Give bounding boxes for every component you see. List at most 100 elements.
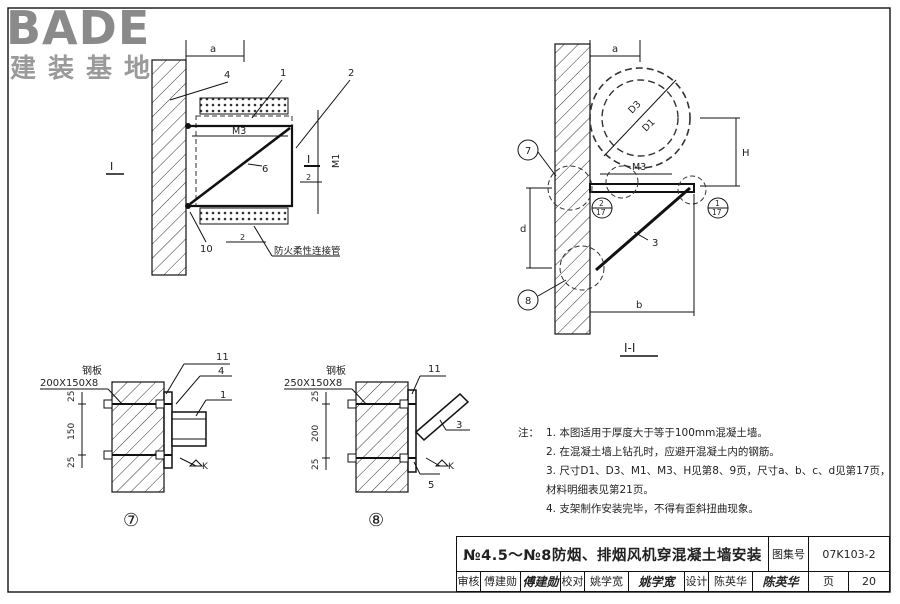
- detail-2-ring: [605, 165, 639, 199]
- callout-1: 1: [280, 68, 286, 79]
- detail-1-ring: [677, 175, 707, 205]
- notes-list: 1. 本图适用于厚度大于等于100mm混凝土墙。 2. 在混凝土墙上钻孔时，应避…: [518, 424, 891, 519]
- watermark-logo: BADE 建装基地: [6, 2, 184, 88]
- dim-7-a: 25: [67, 391, 77, 402]
- ref-2-top: 2: [599, 199, 604, 208]
- dim-7-c: 25: [67, 457, 77, 468]
- ref-2-bottom: 17: [596, 208, 606, 217]
- dim-d-label: d: [520, 224, 526, 235]
- reviewer-name: 傅建勋: [481, 571, 521, 591]
- callout-4-d7: 4: [218, 366, 224, 377]
- dim-8-a: 25: [311, 391, 321, 402]
- weld-k-7: K: [202, 462, 209, 472]
- callout-4: 4: [224, 70, 230, 81]
- callout-11-d8: 11: [428, 364, 441, 375]
- review-label: 审核: [457, 571, 481, 591]
- callout-3-section: 3: [652, 238, 658, 249]
- ref-1-bottom: 17: [712, 208, 722, 217]
- callout-5-d8: 5: [428, 480, 434, 491]
- diagonal-strut: [595, 186, 691, 272]
- inclined-strut-8: [414, 392, 470, 442]
- logo-subtitle: 建装基地: [10, 54, 163, 84]
- dim-a-label: a: [210, 44, 216, 55]
- detail-8-title: ⑧: [368, 510, 384, 531]
- plate-word-8: 钢板: [326, 364, 346, 377]
- bracket-frame: [186, 124, 294, 208]
- dim-m3-label: M3: [232, 126, 246, 137]
- insulation-top: [199, 97, 289, 115]
- ref-circle-7-text: 7: [525, 146, 531, 157]
- section-2-top: 2: [306, 173, 311, 182]
- concrete-wall: [151, 59, 187, 276]
- note-item: 3. 尺寸D1、D3、M1、M3、H见第8、9页，尺寸a、b、c、d见第17页，: [546, 465, 891, 477]
- anchor-bolt-bottom: [185, 203, 191, 209]
- ref-circle-8: [517, 289, 539, 311]
- section-mark-right: I: [307, 153, 310, 166]
- section-2-bottom: 2: [240, 233, 245, 242]
- fire-flexible-connector-label: 防火柔性连接管: [274, 245, 341, 257]
- title-block-row-1: №4.5～№8防烟、排烟风机穿混凝土墙安装 图集号 07K103-2: [457, 537, 889, 572]
- drawing-frame: [7, 7, 891, 593]
- section-view: D3 D1 a H M3 7 8 2 17 1 17 d: [517, 40, 750, 357]
- detail-7-title: ⑦: [123, 510, 139, 531]
- drawing-title: №4.5～№8防烟、排烟风机穿混凝土墙安装: [457, 537, 769, 571]
- dim-m1-label: M1: [331, 154, 342, 168]
- page-number: 20: [862, 574, 876, 588]
- anchor-bolt-top: [185, 123, 191, 129]
- title-block: №4.5～№8防烟、排烟风机穿混凝土墙安装 图集号 07K103-2 审核 傅建…: [456, 536, 890, 592]
- checker-name: 姚学宽: [585, 571, 629, 591]
- front-view: a M3 M1 I I 2 4 1 2 6 10 2 防火柔性连接管: [106, 40, 354, 276]
- callout-6: 6: [262, 164, 268, 175]
- dim-b-label: b: [636, 300, 642, 311]
- dim-8-b: 200: [311, 425, 321, 442]
- fan-outline-d3: [589, 67, 691, 169]
- insulation-bottom: [199, 207, 289, 225]
- wall-detail-8: [355, 381, 409, 493]
- dim-h-label: H: [742, 148, 750, 159]
- design-label: 设计: [685, 571, 709, 591]
- dim-8-c: 25: [311, 459, 321, 470]
- horizontal-support: [589, 183, 695, 193]
- concrete-wall-section: [554, 43, 591, 335]
- wall-detail-7: [111, 381, 165, 493]
- callout-10: 10: [200, 244, 213, 255]
- ref-circle-8-text: 8: [525, 296, 531, 307]
- dim-m3-section-label: M3: [632, 162, 646, 173]
- note-item: 4. 支架制作安装完毕，不得有歪斜扭曲现象。: [546, 503, 759, 515]
- plate-size-8: 250X150X8: [284, 378, 342, 389]
- dim-d3-label: D3: [626, 99, 643, 116]
- callout-2: 2: [348, 68, 354, 79]
- notes-heading: 注：: [518, 427, 539, 439]
- callout-11-d7: 11: [216, 352, 229, 363]
- weld-k-8: K: [448, 462, 455, 472]
- page-label: 页: [809, 571, 849, 591]
- section-title: I-I: [624, 341, 635, 355]
- designer-name: 陈英华: [709, 571, 753, 591]
- steel-plate-8: [407, 389, 417, 473]
- plate-size-7: 200X150X8: [40, 378, 98, 389]
- detail-7: 钢板 200X150X8 25 150 25 11 4 1 K ⑦: [40, 352, 232, 531]
- title-block-row-2: 审核 傅建勋 傅建勋 校对 姚学宽 姚学宽 设计 陈英华 陈英华 页 20: [457, 571, 889, 591]
- ref-circle-7: [517, 139, 539, 161]
- detail-8: 钢板 250X150X8 25 200 25 11 3 5 K ⑧: [284, 364, 470, 531]
- callout-3-d8: 3: [456, 420, 462, 431]
- dim-d1-label: D1: [640, 117, 657, 134]
- note-item: 1. 本图适用于厚度大于等于100mm混凝土墙。: [546, 427, 768, 439]
- dim-7-b: 150: [67, 423, 77, 440]
- checker-signature: 姚学宽: [629, 571, 685, 591]
- detail-8-ring: [559, 245, 605, 291]
- diameter-line: [603, 79, 677, 157]
- reviewer-signature: 傅建勋: [521, 571, 561, 591]
- dim-a-section-label: a: [612, 44, 618, 55]
- diagonal-brace: [189, 126, 291, 206]
- notes-block: 注： 1. 本图适用于厚度大于等于100mm混凝土墙。 2. 在混凝土墙上钻孔时…: [518, 424, 891, 519]
- designer-signature: 陈英华: [753, 571, 809, 591]
- channel-section-7: [171, 411, 207, 447]
- note-item: 2. 在混凝土墙上钻孔时，应避开混凝土内的钢筋。: [546, 446, 780, 458]
- plate-word-7: 钢板: [82, 364, 102, 377]
- view-label-left: I: [110, 160, 113, 173]
- check-label: 校对: [561, 571, 585, 591]
- atlas-label: 图集号: [769, 537, 809, 571]
